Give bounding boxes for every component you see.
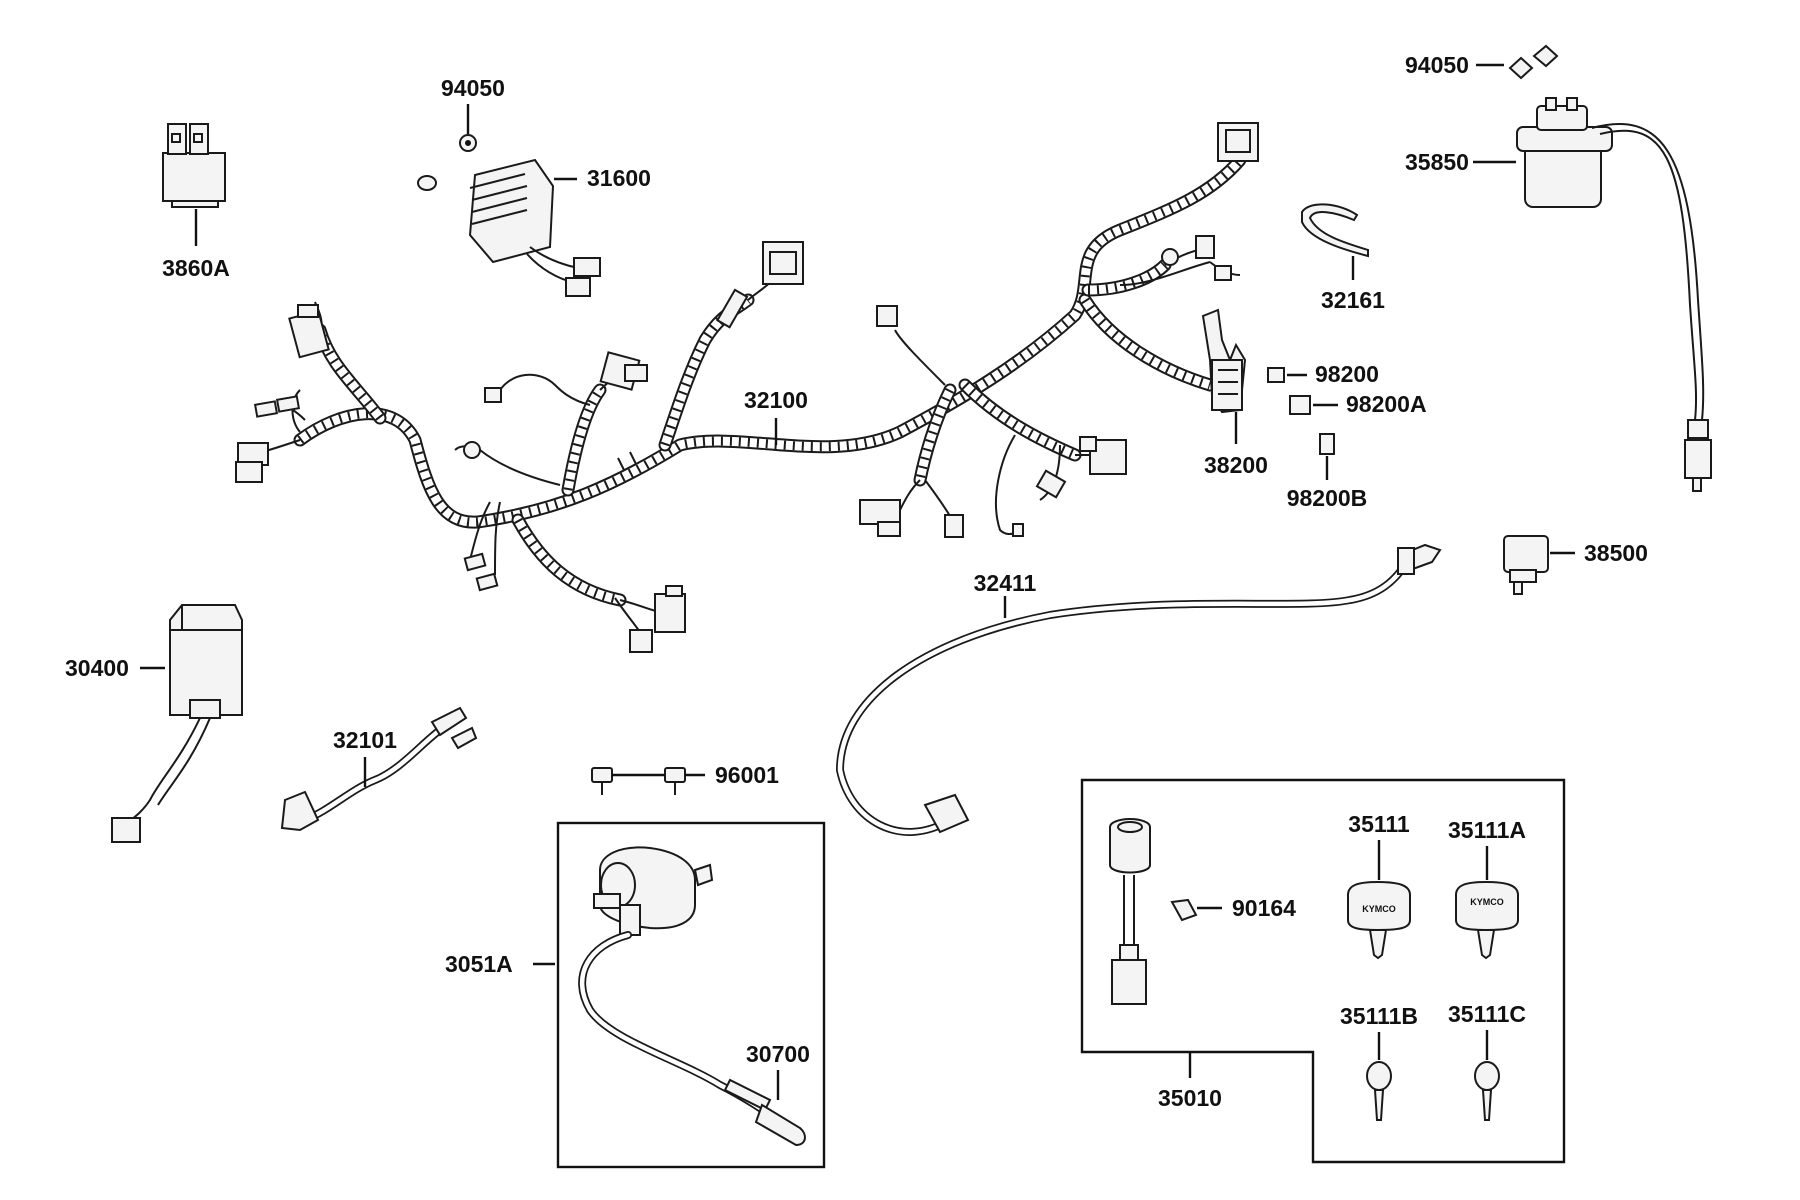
cdi-30400: [111, 604, 243, 843]
label-98200B: 98200B: [1287, 485, 1368, 511]
label-35111: 35111: [1348, 811, 1410, 837]
key-35111: KYMCO: [1347, 880, 1411, 960]
label-98200: 98200: [1315, 361, 1379, 387]
label-30700: 30700: [746, 1041, 810, 1067]
regulator-31600: [417, 134, 601, 297]
label-38200: 38200: [1204, 452, 1268, 478]
label-90164: 90164: [1232, 895, 1296, 921]
key-brand-text: KYMCO: [1362, 904, 1396, 914]
clip-90164: [1170, 898, 1198, 922]
bolts-96001: [591, 767, 686, 795]
label-38500: 38500: [1584, 540, 1648, 566]
label-32101: 32101: [333, 727, 397, 753]
label-35850: 35850: [1405, 149, 1469, 175]
cable-32411: [835, 543, 1442, 836]
label-35111C: 35111C: [1448, 1001, 1526, 1027]
key-35111C: [1474, 1061, 1500, 1121]
label-35010: 35010: [1158, 1085, 1222, 1111]
main-harness-32100: [235, 122, 1259, 653]
label-32411: 32411: [974, 570, 1037, 596]
label-94050-b: 94050: [1405, 52, 1469, 78]
box-3051A: [556, 821, 826, 1169]
label-98200A: 98200A: [1346, 391, 1427, 417]
fuse-box-38200: [1201, 308, 1335, 455]
label-32100: 32100: [744, 387, 808, 413]
box-35010: [1080, 778, 1566, 1164]
label-3860A: 3860A: [162, 255, 230, 281]
label-94050-a: 94050: [441, 75, 505, 101]
label-30400: 30400: [65, 655, 129, 681]
label-31600: 31600: [587, 165, 651, 191]
band-32161: [1301, 203, 1369, 258]
key-35111A: KYMCO: [1455, 880, 1519, 960]
label-32161: 32161: [1321, 287, 1385, 313]
key-brand-text-a: KYMCO: [1470, 897, 1504, 907]
ignition-switch: [1109, 818, 1151, 1005]
relay-3860A: [162, 123, 226, 208]
key-35111B: [1366, 1061, 1392, 1121]
ignition-coil-30700: [578, 846, 806, 1147]
label-35111A: 35111A: [1448, 817, 1526, 843]
label-96001: 96001: [715, 762, 779, 788]
label-3051A: 3051A: [445, 951, 513, 977]
starter-relay-35850: [1508, 44, 1712, 492]
relay-38500: [1503, 535, 1549, 595]
sub-harness-32101: [280, 706, 478, 832]
label-35111B: 35111B: [1340, 1003, 1418, 1029]
